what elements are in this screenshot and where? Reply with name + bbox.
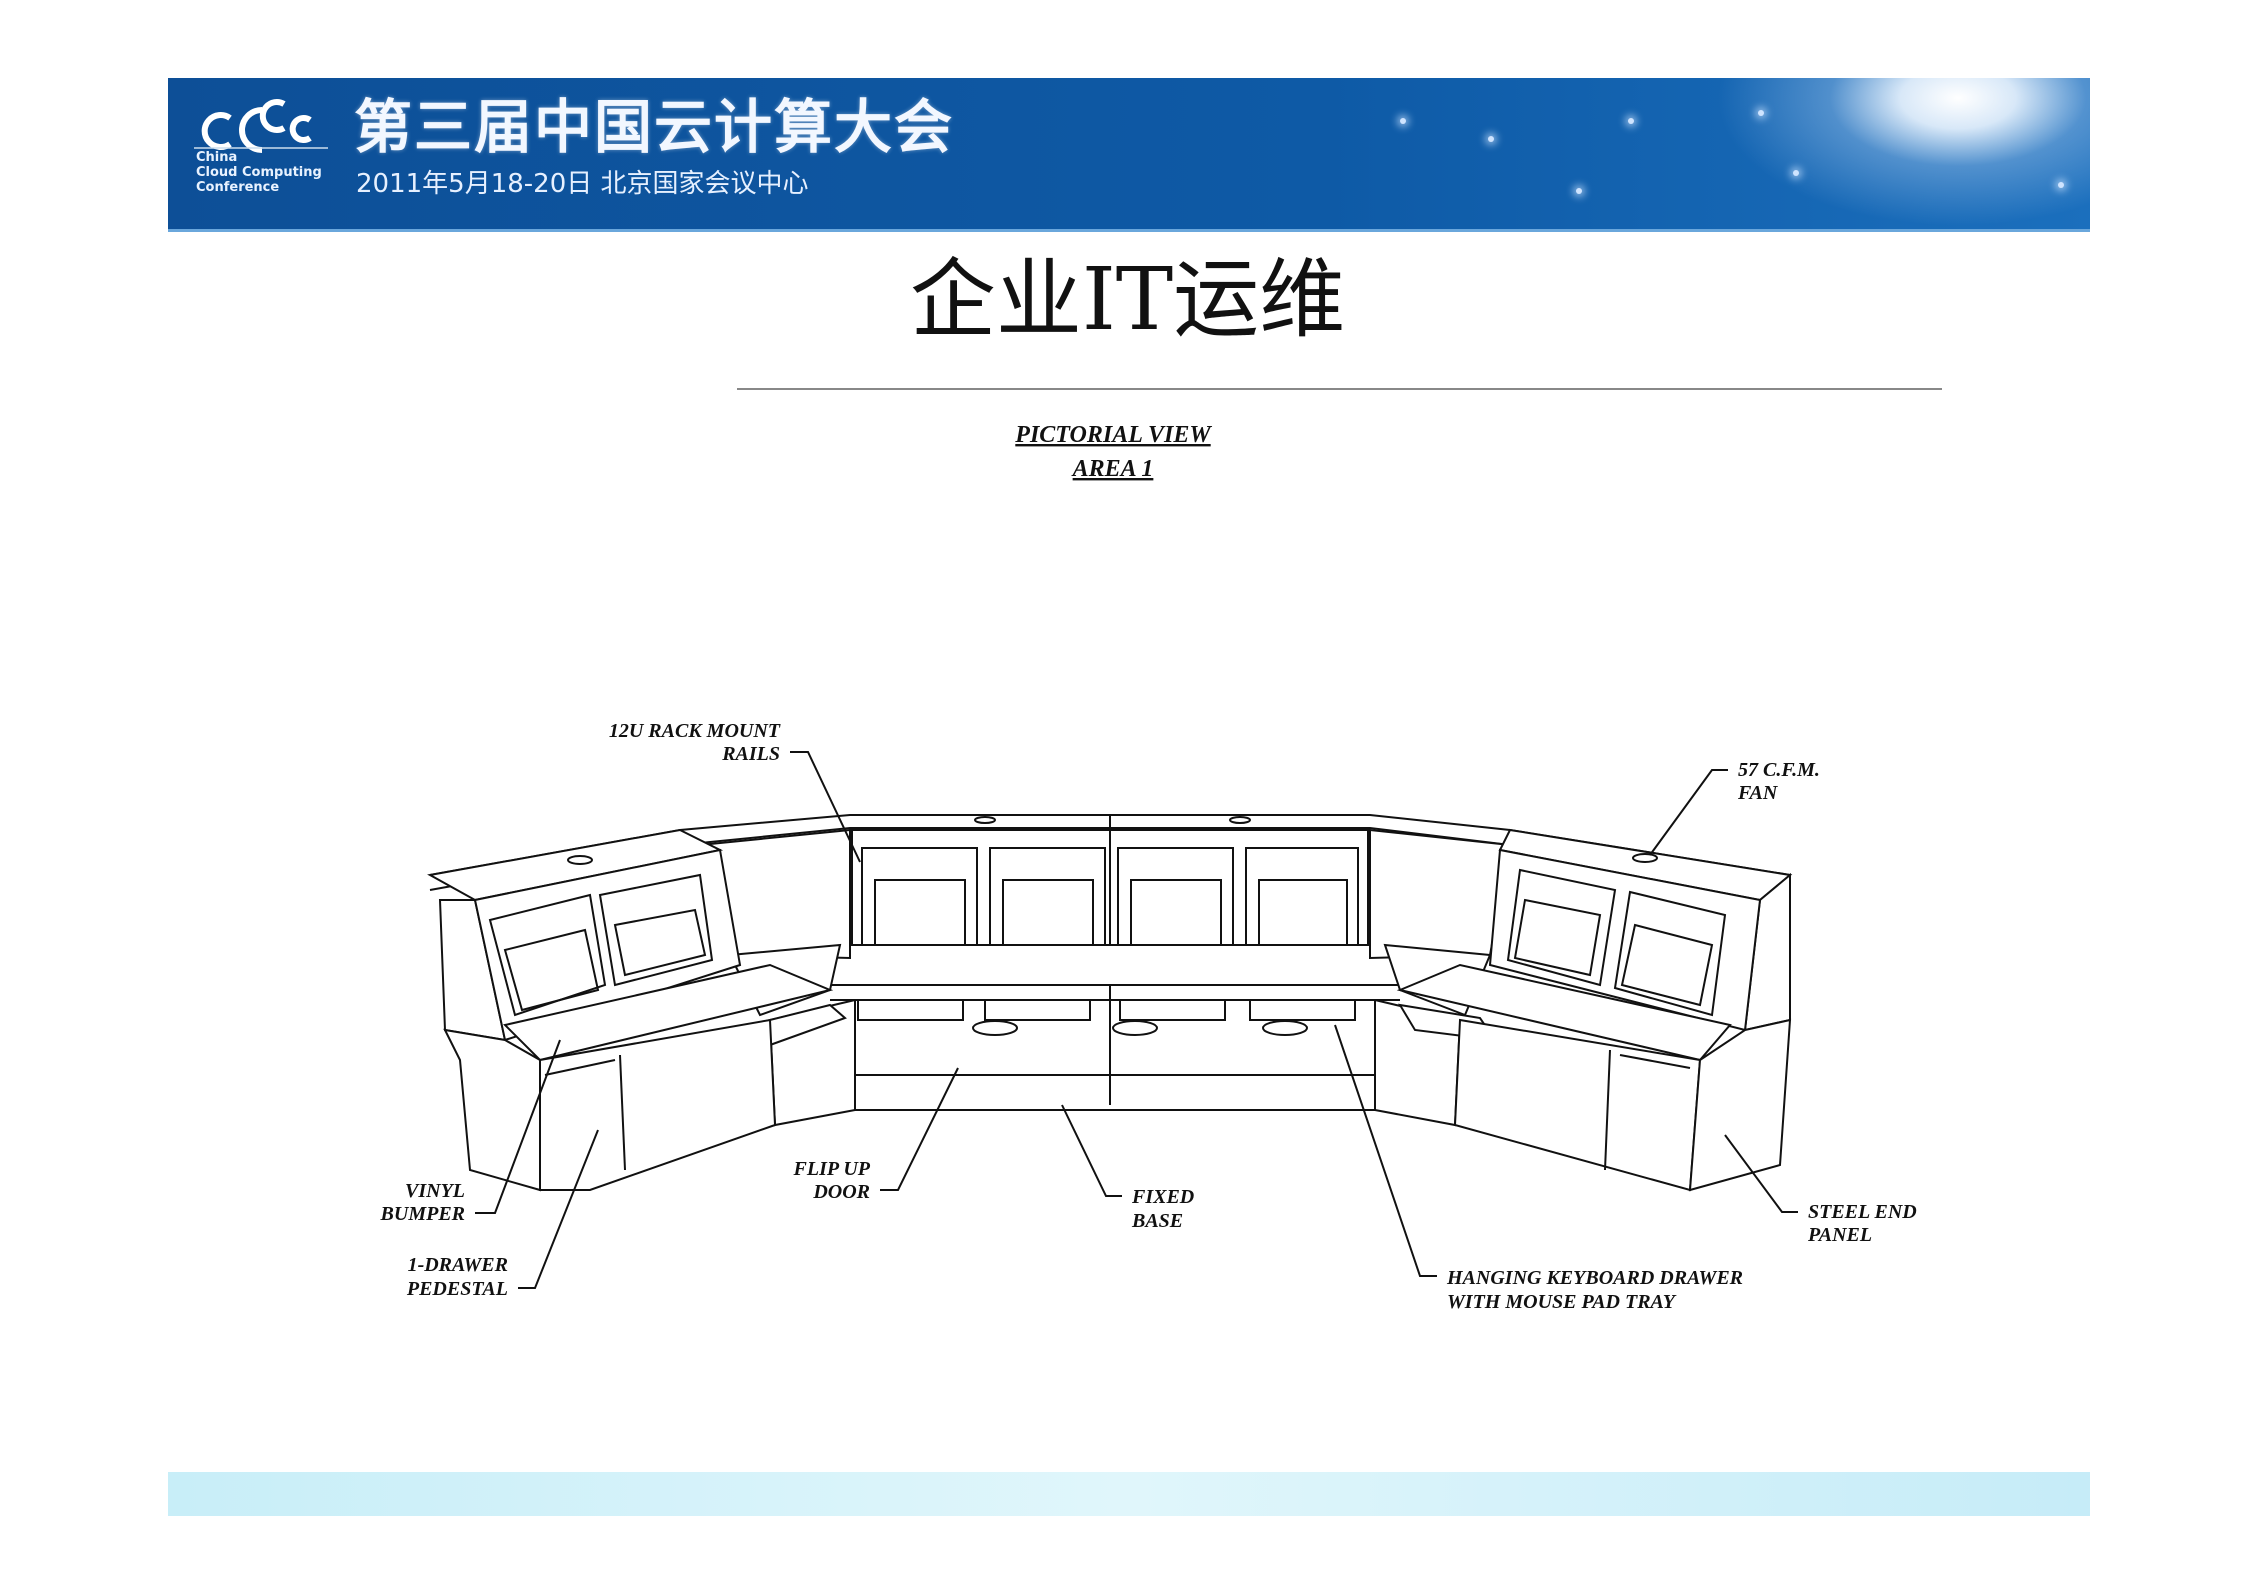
star-decoration xyxy=(2058,182,2064,188)
logo-text-line: Conference xyxy=(196,180,280,195)
star-decoration xyxy=(1628,118,1634,124)
label-steel-end-panel: STEEL END xyxy=(1808,1201,1917,1223)
label-keyboard-drawer: HANGING KEYBOARD DRAWER xyxy=(1446,1267,1743,1289)
label-fan: FAN xyxy=(1737,782,1779,804)
star-decoration xyxy=(1400,118,1406,124)
slide-title: 企业IT运维 xyxy=(909,250,1346,350)
label-fan: 57 C.F.M. xyxy=(1738,759,1820,781)
label-vinyl-bumper: BUMPER xyxy=(380,1203,465,1225)
label-flip-up-door: DOOR xyxy=(812,1181,870,1203)
label-rack-rails: 12U RACK MOUNT xyxy=(609,720,781,742)
label-rack-rails: RAILS xyxy=(721,743,780,765)
footer-band xyxy=(168,1472,2090,1516)
console-outline xyxy=(427,814,1793,1192)
callout-leaders xyxy=(475,751,1798,1289)
label-fixed-base: BASE xyxy=(1131,1210,1183,1232)
label-pedestal: PEDESTAL xyxy=(406,1278,508,1300)
label-flip-up-door: FLIP UP xyxy=(793,1158,871,1180)
conference-title: 第三届中国云计算大会 xyxy=(354,93,955,161)
conference-banner: China Cloud Computing Conference 第三届中国云计… xyxy=(168,78,2090,232)
star-decoration xyxy=(1793,170,1799,176)
label-keyboard-drawer: WITH MOUSE PAD TRAY xyxy=(1447,1291,1677,1313)
label-fixed-base: FIXED xyxy=(1131,1186,1194,1208)
drawing-subheading: AREA 1 xyxy=(1071,456,1154,482)
title-divider xyxy=(737,388,1942,390)
label-vinyl-bumper: VINYL xyxy=(405,1180,465,1202)
conference-date-venue: 2011年5月18-20日 北京国家会议中心 xyxy=(356,169,809,199)
cccc-logo xyxy=(194,99,328,153)
logo-text-line: China xyxy=(196,150,238,165)
drawing-heading: PICTORIAL VIEW xyxy=(1014,422,1212,448)
label-pedestal: 1-DRAWER xyxy=(408,1254,508,1276)
star-decoration xyxy=(1576,188,1582,194)
logo-text: China Cloud Computing Conference xyxy=(196,150,322,195)
callout-labels: 12U RACK MOUNT RAILS 57 C.F.M. FAN VINYL… xyxy=(380,720,1917,1313)
star-decoration xyxy=(1758,110,1764,116)
logo-text-line: Cloud Computing xyxy=(196,165,322,180)
star-decoration xyxy=(1488,136,1494,142)
label-steel-end-panel: PANEL xyxy=(1807,1224,1872,1246)
